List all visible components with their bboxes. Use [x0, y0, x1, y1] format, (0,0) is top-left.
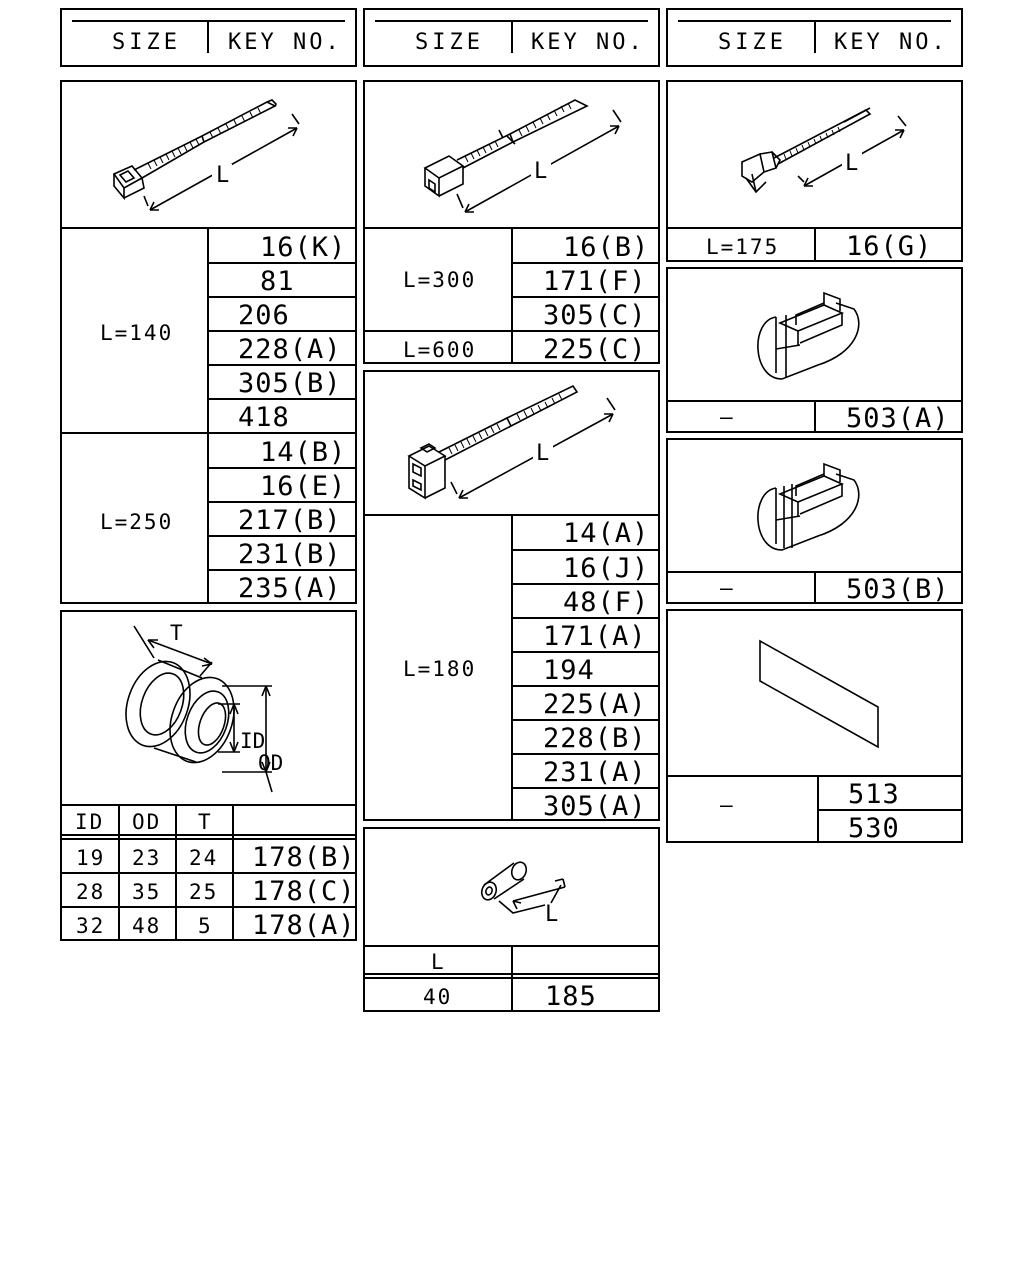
key-no: 513 — [848, 779, 900, 810]
size-header: SIZE — [415, 30, 484, 55]
size-header: SIZE — [718, 30, 787, 55]
header-box-3: SIZE KEY NO. — [666, 8, 963, 67]
cell-t: 25 — [189, 880, 219, 904]
dim-l-label: L — [534, 159, 547, 184]
key-no: 48(F) — [563, 587, 650, 618]
dim-id-label: ID — [240, 729, 265, 753]
size-none: — — [720, 576, 735, 600]
cell-od: 35 — [132, 880, 162, 904]
key-no: 81 — [260, 266, 295, 297]
key-no-header: KEY NO. — [834, 30, 948, 55]
size-l300: L=300 — [403, 268, 477, 292]
key-no: 305(A) — [543, 791, 647, 822]
dim-t-label: T — [170, 621, 183, 645]
size-l175: L=175 — [706, 235, 780, 259]
cable-tie-drawing: L — [365, 82, 658, 227]
clip-a-drawing — [668, 269, 961, 400]
grommet-panel: T ID OD ID OD T 19 23 24 178(B) 28 35 25… — [60, 610, 357, 941]
key-no: 185 — [545, 981, 597, 1012]
key-no: 178(C) — [252, 876, 356, 907]
size-none: — — [720, 405, 735, 429]
clip-b-panel: — 503(B) — [666, 438, 963, 604]
cable-tie-drawing: L — [62, 82, 355, 227]
key-no: 305(C) — [543, 300, 647, 331]
key-no: 171(F) — [543, 266, 647, 297]
key-no: 228(A) — [238, 334, 342, 365]
dim-l-label: L — [845, 151, 858, 176]
key-no: 178(A) — [252, 910, 356, 941]
cell-od: 23 — [132, 846, 162, 870]
key-no: 16(E) — [260, 471, 347, 502]
size-l600: L=600 — [403, 338, 477, 362]
cell-od: 48 — [132, 914, 162, 938]
key-no: 16(B) — [563, 232, 650, 263]
tube-panel: L L 40 185 — [363, 827, 660, 1012]
key-no: 171(A) — [543, 621, 647, 652]
key-no: 418 — [238, 402, 290, 433]
key-no: 530 — [848, 813, 900, 844]
size-none: — — [720, 793, 735, 817]
size-header: SIZE — [112, 30, 181, 55]
key-no: 16(K) — [260, 232, 347, 263]
size-l250: L=250 — [100, 510, 174, 534]
col-id: ID — [75, 810, 105, 834]
dim-l-label: L — [216, 163, 229, 188]
clip-b-drawing — [668, 440, 961, 571]
dim-l-label: L — [536, 441, 549, 466]
key-no: 228(B) — [543, 723, 647, 754]
key-no: 178(B) — [252, 842, 356, 873]
push-mount-tie-drawing: L — [668, 82, 961, 227]
key-no: 16(J) — [563, 553, 650, 584]
key-no: 14(A) — [563, 518, 650, 549]
key-no: 503(A) — [846, 403, 950, 434]
key-no-header: KEY NO. — [228, 30, 342, 55]
mount-tie-180-panel: L L=180 14(A) 16(J) 48(F) 171(A) 194 225… — [363, 370, 660, 821]
key-no: 16(G) — [846, 231, 933, 262]
key-no: 14(B) — [260, 437, 347, 468]
cable-tie-140-250-panel: L L=140 16(K) 81 206 228(A) 305(B) 418 L… — [60, 80, 357, 604]
dim-l-label: L — [545, 902, 558, 927]
tape-drawing — [668, 611, 961, 775]
cell-id: 19 — [76, 846, 106, 870]
key-no: 217(B) — [238, 505, 342, 536]
cable-tie-300-600-panel: L L=300 16(B) 171(F) 305(C) L=600 225(C) — [363, 80, 660, 364]
key-no: 503(B) — [846, 574, 950, 605]
key-no: 194 — [543, 655, 595, 686]
cell-id: 32 — [76, 914, 106, 938]
key-no: 225(C) — [543, 334, 647, 365]
key-no: 305(B) — [238, 368, 342, 399]
key-no: 225(A) — [543, 689, 647, 720]
cell-id: 28 — [76, 880, 106, 904]
col-l: L — [431, 950, 446, 974]
cell-l: 40 — [423, 985, 453, 1009]
cell-t: 5 — [198, 914, 213, 938]
size-l140: L=140 — [100, 321, 174, 345]
cell-t: 24 — [189, 846, 219, 870]
col-od: OD — [132, 810, 162, 834]
tube-drawing: L — [365, 829, 658, 927]
col-t: T — [198, 810, 213, 834]
clip-a-panel: — 503(A) — [666, 267, 963, 433]
mount-tie-drawing: L — [365, 372, 658, 514]
key-no: 231(B) — [238, 539, 342, 570]
key-no-header: KEY NO. — [531, 30, 645, 55]
header-box-2: SIZE KEY NO. — [363, 8, 660, 67]
dim-od-label: OD — [258, 751, 283, 775]
push-mount-tie-panel: L L=175 16(G) — [666, 80, 963, 262]
key-no: 235(A) — [238, 573, 342, 604]
key-no: 206 — [238, 300, 290, 331]
tape-panel: — 513 530 — [666, 609, 963, 843]
grommet-drawing: T ID OD — [62, 621, 283, 804]
key-no: 231(A) — [543, 757, 647, 788]
size-l180: L=180 — [403, 657, 477, 681]
header-box-1: SIZE KEY NO. — [60, 8, 357, 67]
